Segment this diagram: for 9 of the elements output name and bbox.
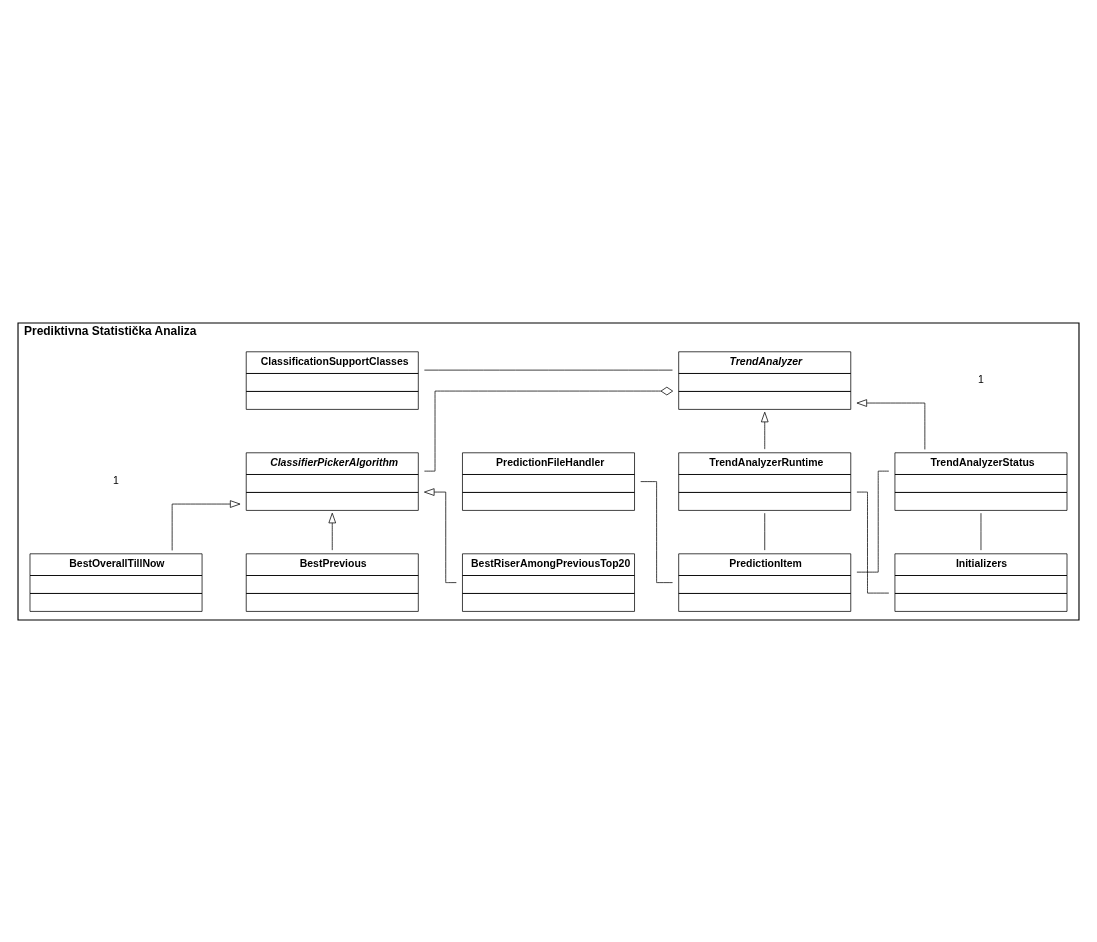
label: 1 <box>113 474 119 486</box>
label: 1 <box>978 373 984 385</box>
arrow <box>171 499 241 551</box>
connector <box>640 480 673 583</box>
arrow <box>760 411 769 449</box>
connector <box>424 386 674 471</box>
arrow <box>856 398 926 450</box>
connector <box>856 491 890 593</box>
arrow <box>328 512 337 550</box>
